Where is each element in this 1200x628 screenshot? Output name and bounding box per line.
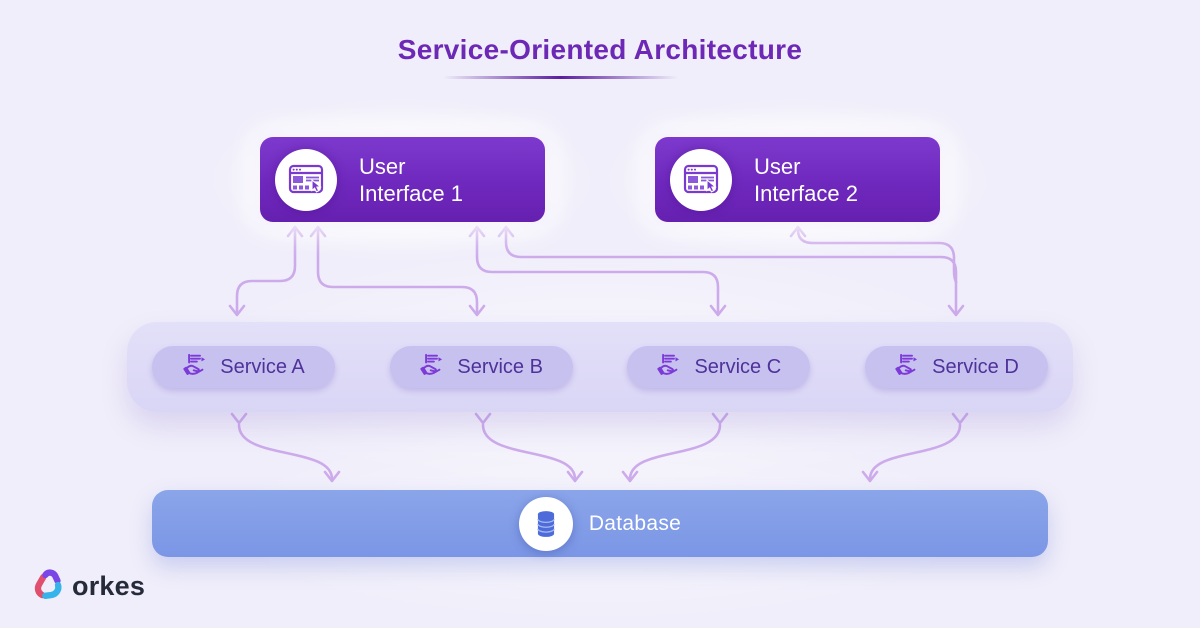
ui-label-line2: Interface 1 <box>359 180 463 206</box>
ui-box-label: User Interface 2 <box>754 153 858 207</box>
service-d-node: Service D <box>864 346 1048 388</box>
services-row: Service A Service B <box>127 322 1073 412</box>
service-c-node: Service C <box>627 346 811 388</box>
title-underline <box>443 76 678 79</box>
database-label: Database <box>588 511 682 535</box>
service-b-node: Service B <box>389 346 573 388</box>
ui-box-label: User Interface 1 <box>359 153 463 207</box>
service-label: Service B <box>457 355 543 378</box>
service-label: Service C <box>694 355 782 378</box>
ui-label-line1: User <box>754 153 801 179</box>
database-node: Database <box>152 490 1048 557</box>
orkes-logo: orkes <box>30 565 145 608</box>
service-a-node: Service A <box>152 346 335 388</box>
service-label: Service A <box>220 355 305 378</box>
browser-window-icon <box>670 148 732 211</box>
ui-label-line1: User <box>359 153 406 179</box>
orkes-logo-icon <box>30 565 66 608</box>
service-hand-icon <box>894 351 921 383</box>
user-interface-1-node: User Interface 1 <box>260 137 545 222</box>
service-hand-icon <box>182 351 209 383</box>
user-interface-2-node: User Interface 2 <box>655 137 940 222</box>
service-label: Service D <box>932 355 1019 378</box>
page-title: Service-Oriented Architecture <box>397 34 803 65</box>
ui-label-line2: Interface 2 <box>754 180 858 206</box>
service-hand-icon <box>656 351 683 383</box>
orkes-logo-text: orkes <box>72 571 146 601</box>
database-icon <box>518 496 573 551</box>
service-hand-icon <box>419 351 446 383</box>
browser-window-icon <box>275 148 337 211</box>
